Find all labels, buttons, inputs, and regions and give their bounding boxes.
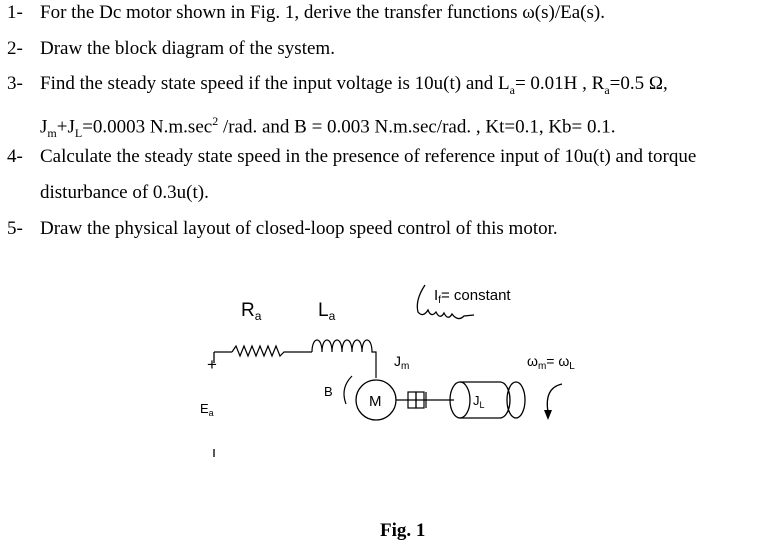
question-1: 1-For the Dc motor shown in Fig. 1, deri… xyxy=(7,2,605,23)
inductor-la xyxy=(311,339,377,378)
load-cylinder-front xyxy=(459,381,471,419)
omega-label: ωm= ωL xyxy=(527,353,575,372)
question-4: 4-Calculate the steady state speed in th… xyxy=(7,146,697,167)
friction-mark xyxy=(343,375,353,405)
ra-label: Ra xyxy=(241,300,262,323)
jl-label: JL xyxy=(473,393,485,410)
plus-sign: + xyxy=(207,355,217,374)
load-cylinder xyxy=(449,381,511,419)
b-label: B xyxy=(324,384,333,399)
question-4-line-2: disturbance of 0.3u(t). xyxy=(40,182,209,203)
rotation-arrow xyxy=(546,383,563,413)
load-end-ellipse xyxy=(506,381,526,419)
question-5: 5-Draw the physical layout of closed-loo… xyxy=(7,218,558,239)
jm-label: Jm xyxy=(394,353,409,372)
ea-label: Ea xyxy=(200,401,214,418)
field-winding xyxy=(416,284,475,320)
question-3: 3-Find the steady state speed if the inp… xyxy=(7,73,668,97)
resistor-ra xyxy=(231,344,312,358)
if-label: If= constant xyxy=(434,287,511,306)
rotation-arrowhead xyxy=(544,410,552,420)
la-label: La xyxy=(318,300,336,323)
figure-caption: Fig. 1 xyxy=(380,520,426,541)
question-3-line-2: Jm+JL=0.0003 N.m.sec2 /rad. and B = 0.00… xyxy=(40,114,616,141)
question-2: 2-Draw the block diagram of the system. xyxy=(7,38,335,59)
motor-label: M xyxy=(369,393,382,410)
coupling-right xyxy=(415,391,425,409)
